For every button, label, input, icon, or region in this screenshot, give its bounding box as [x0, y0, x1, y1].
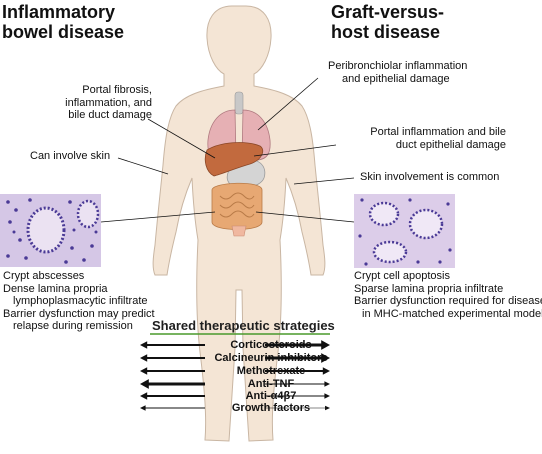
callout-right-portal-line1: Portal inflammation and bile [370, 126, 506, 138]
arrow-left-5 [140, 405, 205, 411]
leader-left-histology [100, 211, 216, 223]
heading-ibd: Inflammatory bowel disease [2, 2, 124, 42]
arrow-left-2 [140, 367, 205, 375]
small-intestine-coils [219, 192, 255, 218]
arrow-left-1 [140, 354, 205, 362]
callout-right-lung-line2: and epithelial damage [342, 72, 450, 85]
leader-left-portal [147, 118, 216, 159]
callout-right-lung-line1: Peribronchiolar inflammation [328, 60, 468, 72]
findings-ibd-4: Barrier dysfunction may predict [3, 307, 155, 320]
findings-gvhd-2: Sparse lamina propria infiltrate [354, 282, 504, 295]
findings-ibd: Crypt abscesses Dense lamina propria lym… [3, 270, 155, 333]
arrow-right-4 [265, 393, 330, 399]
callout-left-portal-line1: Portal fibrosis, [82, 84, 152, 96]
left-histology-image [0, 194, 101, 267]
callout-right-skin: Skin involvement is common [360, 171, 500, 183]
findings-ibd-5: relapse during remission [13, 320, 133, 332]
large-intestine [211, 182, 263, 230]
heading-ibd-line2: bowel disease [2, 22, 125, 42]
callout-left-portal-line2: inflammation, and [65, 96, 152, 109]
trachea [234, 91, 244, 115]
leader-right-lung [257, 77, 319, 131]
arrow-right-5 [265, 405, 330, 411]
arrow-left-0 [140, 341, 205, 349]
findings-gvhd-3: Barrier dysfunction required for disease [354, 295, 542, 307]
arrow-right-3 [265, 381, 330, 387]
rectum [231, 225, 247, 237]
leader-right-skin [293, 177, 355, 185]
drug-methotrexate: Methotrexate [236, 365, 306, 377]
liver [204, 142, 264, 177]
arrow-right-1 [265, 353, 330, 363]
callout-left-portal: Portal fibrosis, inflammation, and bile … [30, 84, 152, 122]
drug-growth-factors: Growth factors [231, 402, 311, 414]
callout-left-portal-line3: bile duct damage [68, 109, 152, 121]
callout-right-portal-line2: duct epithelial damage [395, 138, 506, 151]
arrow-left-3 [140, 379, 205, 389]
heading-gvhd: Graft-versus- host disease [331, 2, 444, 42]
drug-anti-tnf: Anti-TNF [247, 378, 295, 390]
findings-ibd-2: Dense lamina propria [3, 282, 108, 295]
heading-gvhd-line1: Graft-versus- [331, 2, 445, 22]
arrow-left-4 [140, 392, 205, 400]
drug-anti-a4b7: Anti-α4β7 [245, 390, 297, 402]
right-histology-image [354, 194, 455, 268]
arrow-right-2 [265, 367, 330, 375]
findings-gvhd-4: in MHC-matched experimental model [362, 307, 542, 320]
findings-gvhd-1: Crypt cell apoptosis [354, 270, 450, 282]
heading-gvhd-line2: host disease [331, 22, 441, 42]
heading-ibd-line1: Inflammatory [2, 2, 116, 22]
leader-right-portal [253, 144, 337, 157]
findings-gvhd: Crypt cell apoptosis Sparse lamina propr… [354, 270, 542, 320]
therapy-title: Shared therapeutic strategies [152, 318, 335, 333]
arrow-right-0 [265, 340, 330, 350]
leader-right-histology [255, 211, 355, 223]
leader-left-skin [117, 157, 169, 175]
drug-calcineurin-inhibitors: Calcineurin inhibitors [214, 352, 328, 364]
leader-lines [100, 77, 355, 223]
drug-corticosteroids: Corticosteroids [230, 339, 312, 351]
callout-right-lung: Peribronchiolar inflammation and epithel… [328, 60, 467, 85]
callout-right-portal: Portal inflammation and bile duct epithe… [336, 126, 506, 151]
therapy-arrows [140, 340, 330, 411]
findings-ibd-3: lymphoplasmacytic infiltrate [13, 295, 148, 307]
findings-ibd-1: Crypt abscesses [3, 270, 85, 282]
callout-left-skin: Can involve skin [30, 150, 111, 162]
